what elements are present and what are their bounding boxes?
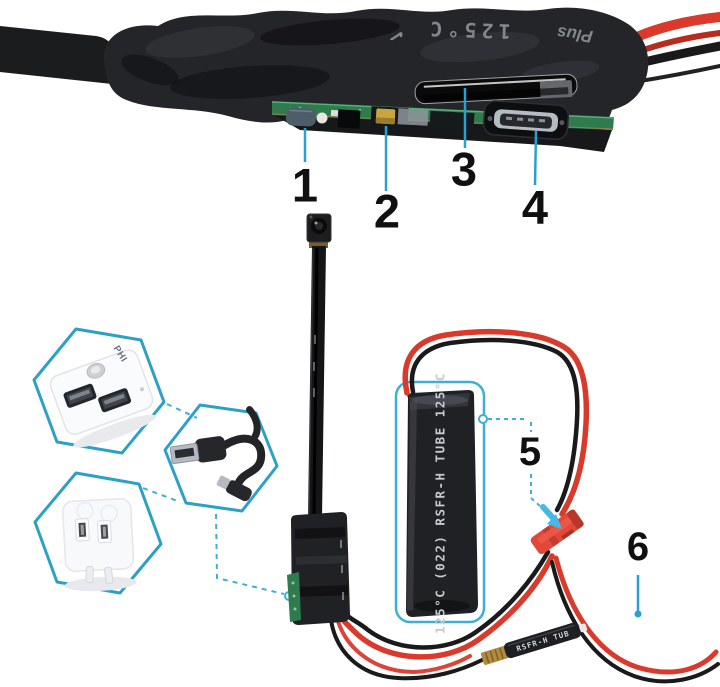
callout-number-2: 2	[373, 184, 401, 238]
small-component	[330, 109, 339, 117]
board-opening	[337, 109, 361, 129]
shield-component	[397, 108, 429, 126]
black-wire-loop	[550, 560, 720, 684]
micro-usb-plug	[216, 475, 252, 502]
device-marking-brand: Plus	[555, 22, 594, 47]
mode-button	[285, 107, 317, 127]
usb-wall-charger	[62, 498, 137, 592]
battery-highlight-frame	[394, 380, 486, 624]
callout-number-1: 1	[291, 158, 319, 212]
camera-driver-module	[287, 512, 350, 625]
callout-number-5: 5	[518, 430, 542, 474]
camera-ribbon-strip	[306, 213, 332, 517]
callout-line-4	[533, 130, 538, 186]
red-wire	[339, 553, 555, 660]
ribbon-band-left	[0, 26, 115, 84]
black-wire-to-antenna	[329, 618, 484, 681]
usb-a-port	[74, 518, 90, 542]
usb-a-port	[98, 388, 132, 413]
antenna-component	[480, 622, 588, 665]
hexagon-powerbank	[32, 327, 166, 455]
battery	[406, 390, 478, 617]
hexagon-usb-cable	[163, 403, 279, 513]
usb-a-plug	[169, 436, 227, 465]
usb-cable	[169, 406, 266, 502]
callout-5-arrow	[540, 504, 562, 529]
callout-line-6-dot	[634, 610, 642, 618]
red-wire	[402, 328, 590, 517]
callout-lines	[303, 88, 640, 611]
jst-connector	[530, 509, 584, 555]
card-slot	[414, 73, 578, 105]
callout-5-leader	[488, 418, 541, 507]
usb-a-port	[96, 519, 112, 544]
plug-prong	[85, 566, 94, 584]
device-marking-temp: 125°C	[424, 16, 512, 44]
black-wire	[345, 549, 551, 650]
hexagon-wall-charger	[33, 471, 163, 595]
callout-number-4: 4	[521, 180, 549, 234]
plug-prong	[104, 566, 114, 585]
callout-number-3: 3	[450, 142, 478, 196]
red-wire-loop	[553, 555, 719, 675]
camera-head	[306, 213, 332, 243]
status-led	[316, 112, 328, 124]
wiring-harness	[329, 328, 720, 684]
dashed-connectors	[142, 403, 285, 595]
micro-usb-port	[482, 100, 570, 140]
usb-a-port	[63, 383, 97, 408]
red-wire-bottom	[335, 616, 472, 675]
usb-powerbank	[49, 349, 157, 448]
black-wire	[409, 337, 580, 513]
dark-component	[429, 110, 475, 132]
callout-number-6: 6	[626, 525, 650, 569]
frame-connector-dot	[478, 414, 488, 424]
battery-sleeve-text: 125°C (022) RSFR-H TUBE 125°C	[432, 372, 448, 634]
